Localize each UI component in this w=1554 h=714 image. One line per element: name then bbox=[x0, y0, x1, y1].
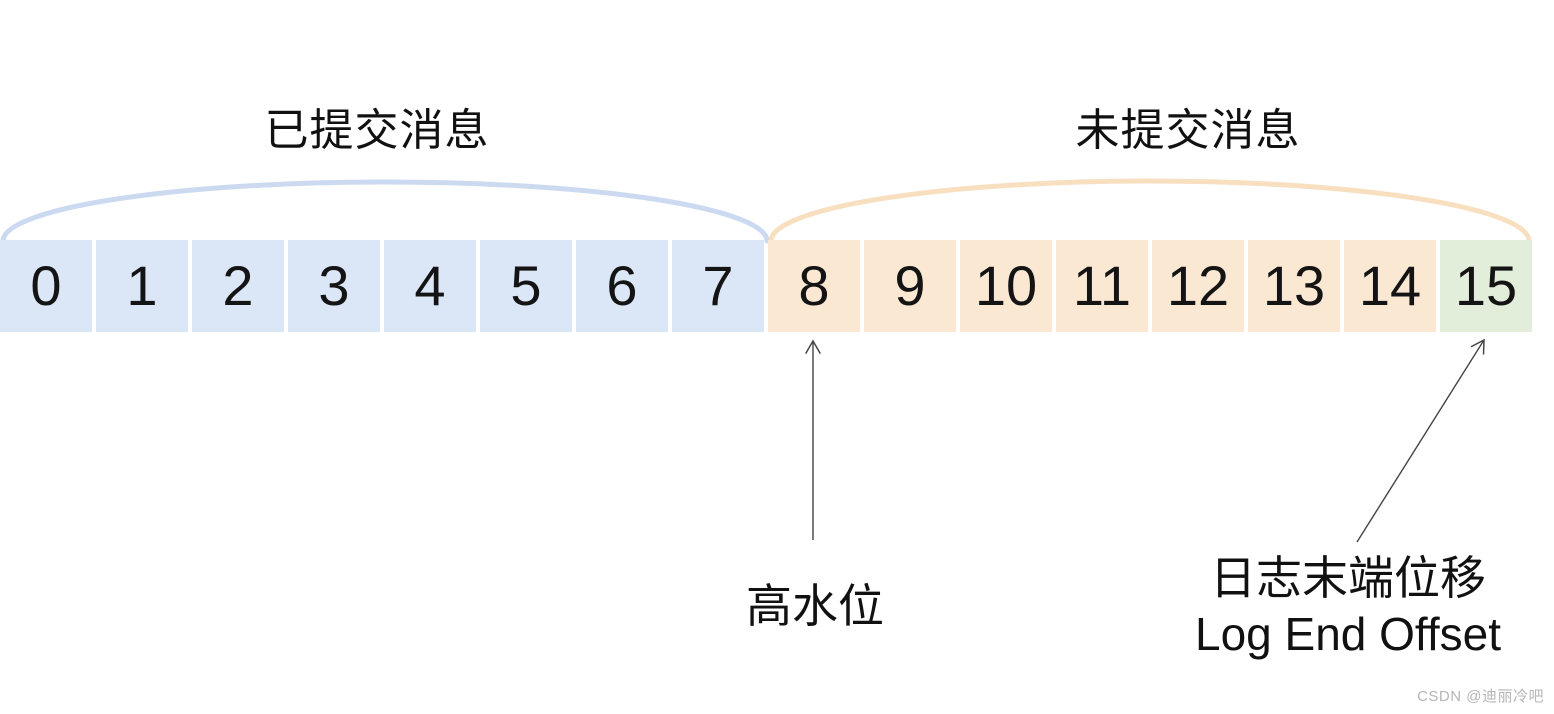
log-end-offset-arrow bbox=[1356, 338, 1485, 543]
offset-cell-10: 10 bbox=[960, 240, 1052, 332]
offset-cell-6: 6 bbox=[576, 240, 668, 332]
log-end-offset-label-en: Log End Offset bbox=[1194, 607, 1502, 660]
uncommitted-brace bbox=[768, 178, 1532, 244]
log-end-offset-label-cn: 日志末端位移 bbox=[1210, 552, 1486, 604]
uncommitted-section-title: 未提交消息 bbox=[1075, 106, 1301, 155]
offset-cell-3: 3 bbox=[288, 240, 380, 332]
offset-cell-0: 0 bbox=[0, 240, 92, 332]
offset-cell-15: 15 bbox=[1440, 240, 1532, 332]
high-watermark-label: 高水位 bbox=[746, 580, 884, 632]
offset-cell-9: 9 bbox=[864, 240, 956, 332]
offset-cell-1: 1 bbox=[96, 240, 188, 332]
offset-cell-8: 8 bbox=[768, 240, 860, 332]
offset-cell-14: 14 bbox=[1344, 240, 1436, 332]
committed-brace bbox=[0, 179, 770, 244]
offset-cell-11: 11 bbox=[1056, 240, 1148, 332]
watermark: CSDN @迪丽冷吧 bbox=[1417, 688, 1544, 705]
offset-cell-12: 12 bbox=[1152, 240, 1244, 332]
offset-cell-4: 4 bbox=[384, 240, 476, 332]
log-end-offset-label: 日志末端位移 Log End Offset bbox=[1195, 551, 1501, 662]
offset-cell-5: 5 bbox=[480, 240, 572, 332]
offset-cell-7: 7 bbox=[672, 240, 764, 332]
offset-cell-2: 2 bbox=[192, 240, 284, 332]
committed-section-title: 已提交消息 bbox=[264, 106, 490, 155]
offset-cell-13: 13 bbox=[1248, 240, 1340, 332]
